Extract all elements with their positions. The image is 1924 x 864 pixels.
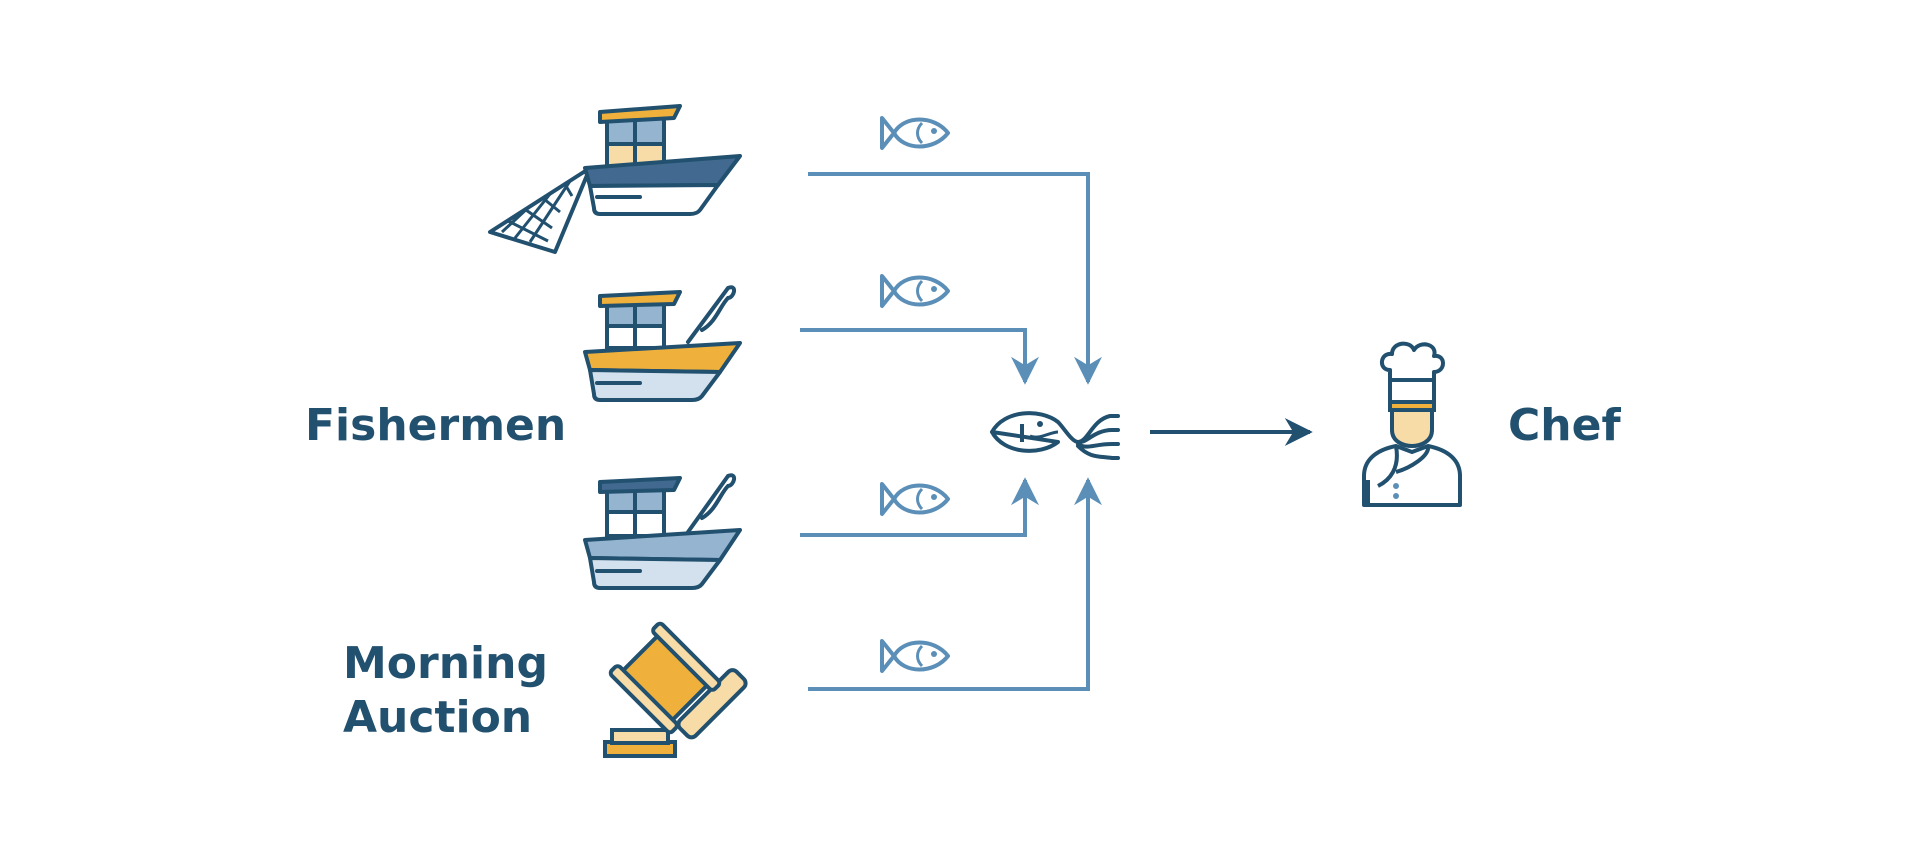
auction-gavel-icon: [603, 621, 748, 758]
flow-line-auction: [808, 477, 1102, 691]
fishing-boat-with-rod-icon: [583, 285, 742, 402]
fish-icon: [880, 274, 950, 308]
fishing-boat-with-net-icon: [488, 104, 742, 254]
fishermen-label: Fishermen: [305, 400, 566, 451]
flow-line-boat2: [800, 328, 1039, 385]
fishing-boat-with-rod-icon: [583, 473, 742, 590]
flow-line-boat1: [808, 172, 1102, 385]
chef-icon: [1362, 341, 1462, 507]
fish-icon: [880, 639, 950, 673]
fish-and-fork-icon: [990, 411, 1120, 460]
flow-line-boat3: [800, 477, 1039, 537]
morning-auction-label-line1: Morning: [343, 638, 548, 689]
fish-icon: [880, 116, 950, 150]
fish-icon: [880, 482, 950, 516]
chef-label: Chef: [1508, 400, 1621, 451]
morning-auction-label-line2: Auction: [343, 692, 532, 743]
